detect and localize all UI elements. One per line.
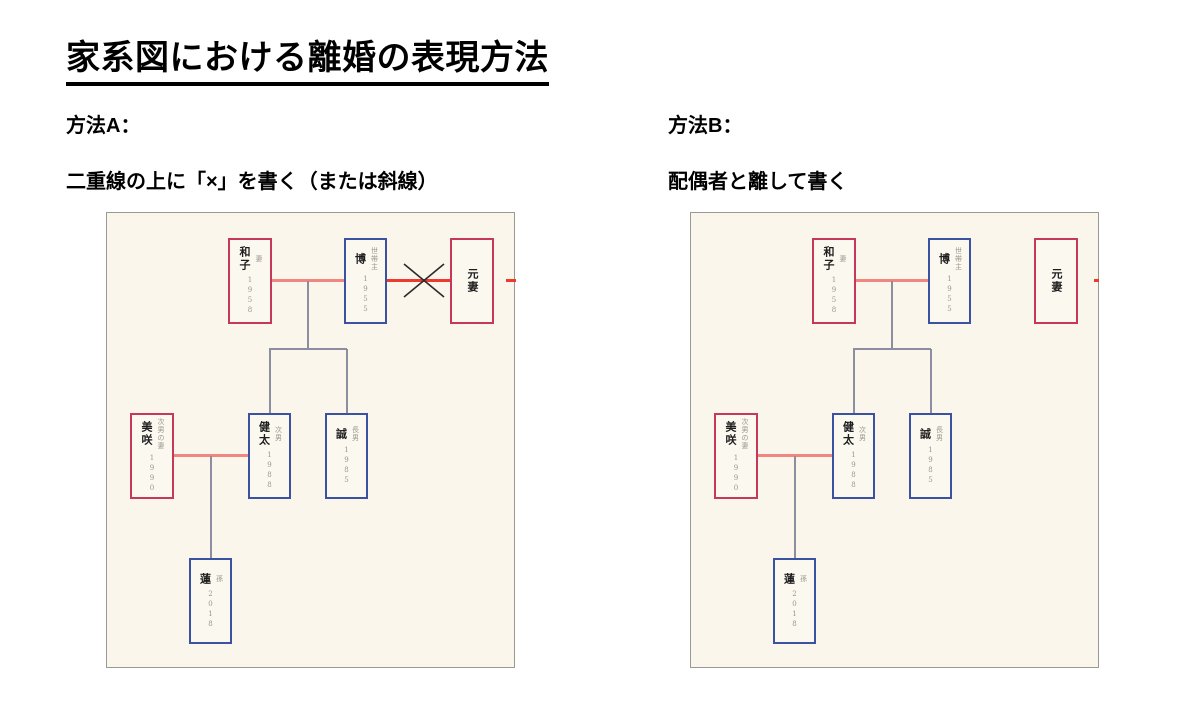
- person-name: 健太: [257, 421, 271, 447]
- person-year: 1990: [732, 454, 740, 494]
- person-name-row: 和子 妻: [236, 246, 264, 272]
- page-title: 家系図における離婚の表現方法: [66, 30, 549, 86]
- person-name-row: 和子 妻: [820, 246, 848, 272]
- person-year: 1955: [945, 275, 954, 315]
- child-connector-makoto: [346, 349, 348, 413]
- person-box-hiroshi: 博 世帯主 1955: [344, 238, 387, 324]
- person-year: 1988: [265, 451, 274, 491]
- method-b-description: 配偶者と離して書く: [668, 171, 848, 193]
- person-name-row: 元妻: [1048, 268, 1064, 294]
- person-role: 世帯主: [370, 247, 379, 271]
- divorce-x-icon: [403, 263, 445, 298]
- marriage-line-misaki-kenta: [758, 454, 832, 457]
- person-name: 元妻: [466, 268, 479, 294]
- person-box-makoto: 誠 長男 1985: [325, 413, 368, 499]
- person-name-row: 蓮 孫: [197, 573, 225, 586]
- person-role: 妻: [255, 255, 263, 263]
- method-a-label: 方法A： 二重線の上に「×」を書く（または斜線）: [66, 112, 438, 196]
- diagram-method-b: 和子 妻 1958 博 世帯主 1955 元妻 美咲 次男の妻 1990: [690, 212, 1099, 668]
- person-name: 蓮: [782, 572, 796, 586]
- person-name-row: 健太 次男: [840, 421, 868, 447]
- method-a-name: 方法A：: [66, 115, 141, 137]
- person-box-hiroshi: 博 世帯主 1955: [928, 238, 971, 324]
- marriage-line-kazuko-hiroshi: [272, 279, 344, 282]
- person-box-kenta: 健太 次男 1988: [248, 413, 291, 499]
- person-name: 博: [937, 252, 951, 266]
- person-box-kazuko: 和子 妻 1958: [228, 238, 272, 324]
- person-role: 孫: [799, 575, 808, 583]
- person-box-ren: 蓮 孫 2018: [189, 558, 232, 644]
- person-name: 誠: [334, 427, 348, 441]
- person-name: 博: [353, 252, 367, 266]
- family-connector-drop: [307, 281, 309, 349]
- person-box-misaki: 美咲 次男の妻 1990: [714, 413, 758, 499]
- person-role: 次男: [858, 426, 867, 442]
- person-box-kenta: 健太 次男 1988: [832, 413, 875, 499]
- marriage-line-misaki-kenta: [174, 454, 248, 457]
- person-name-row: 美咲 次男の妻: [722, 418, 750, 450]
- person-name: 美咲: [140, 421, 153, 447]
- divorce-line-hiroshi-exwife: [387, 279, 450, 282]
- person-name: 誠: [918, 427, 932, 441]
- person-role: 次男の妻: [741, 418, 749, 450]
- method-b-name: 方法B：: [668, 115, 743, 137]
- person-year: 1958: [246, 276, 254, 316]
- sibling-bar: [269, 348, 347, 350]
- person-year: 1955: [361, 275, 370, 315]
- divorce-line-edge: [506, 279, 516, 282]
- person-role: 長男: [935, 426, 944, 442]
- person-year: 1985: [342, 446, 351, 486]
- person-role: 妻: [839, 255, 847, 263]
- person-name: 和子: [238, 246, 251, 272]
- person-box-ren: 蓮 孫 2018: [773, 558, 816, 644]
- person-name: 美咲: [724, 421, 737, 447]
- person-name-row: 美咲 次男の妻: [138, 418, 166, 450]
- person-box-makoto: 誠 長男 1985: [909, 413, 952, 499]
- person-year: 1985: [926, 446, 935, 486]
- method-b-label: 方法B： 配偶者と離して書く: [668, 112, 847, 196]
- person-role: 世帯主: [954, 247, 963, 271]
- diagram-method-a: 和子 妻 1958 博 世帯主 1955 元妻 美咲 次男の妻 1990: [106, 212, 516, 668]
- person-name-row: 元妻: [464, 268, 480, 294]
- person-name: 健太: [841, 421, 855, 447]
- person-name-row: 誠 長男: [333, 426, 361, 442]
- person-box-exwife: 元妻: [1034, 238, 1078, 324]
- person-year: 2018: [790, 589, 799, 630]
- person-name: 蓮: [198, 572, 212, 586]
- person-name-row: 健太 次男: [256, 421, 284, 447]
- person-year: 2018: [206, 589, 215, 630]
- person-name: 元妻: [1050, 268, 1063, 294]
- marriage-line-kazuko-hiroshi: [856, 279, 928, 282]
- person-box-misaki: 美咲 次男の妻 1990: [130, 413, 174, 499]
- person-role: 長男: [351, 426, 360, 442]
- method-a-description: 二重線の上に「×」を書く（または斜線）: [66, 171, 438, 193]
- person-role: 次男: [274, 426, 283, 442]
- person-year: 1958: [830, 276, 838, 316]
- person-name-row: 蓮 孫: [781, 573, 809, 586]
- family-connector-drop: [891, 281, 893, 349]
- person-role: 孫: [215, 575, 224, 583]
- divorce-line-edge: [1094, 279, 1099, 282]
- person-name-row: 博 世帯主: [352, 247, 380, 271]
- person-role: 次男の妻: [157, 418, 165, 450]
- person-year: 1990: [148, 454, 156, 494]
- person-box-kazuko: 和子 妻 1958: [812, 238, 856, 324]
- person-name-row: 博 世帯主: [936, 247, 964, 271]
- person-year: 1988: [849, 451, 858, 491]
- child-connector-ren: [794, 456, 796, 558]
- child-connector-makoto: [930, 349, 932, 413]
- person-name: 和子: [822, 246, 835, 272]
- person-box-exwife: 元妻: [450, 238, 494, 324]
- person-name-row: 誠 長男: [917, 426, 945, 442]
- child-connector-kenta: [269, 349, 271, 413]
- sibling-bar: [853, 348, 931, 350]
- child-connector-ren: [210, 456, 212, 558]
- child-connector-kenta: [853, 349, 855, 413]
